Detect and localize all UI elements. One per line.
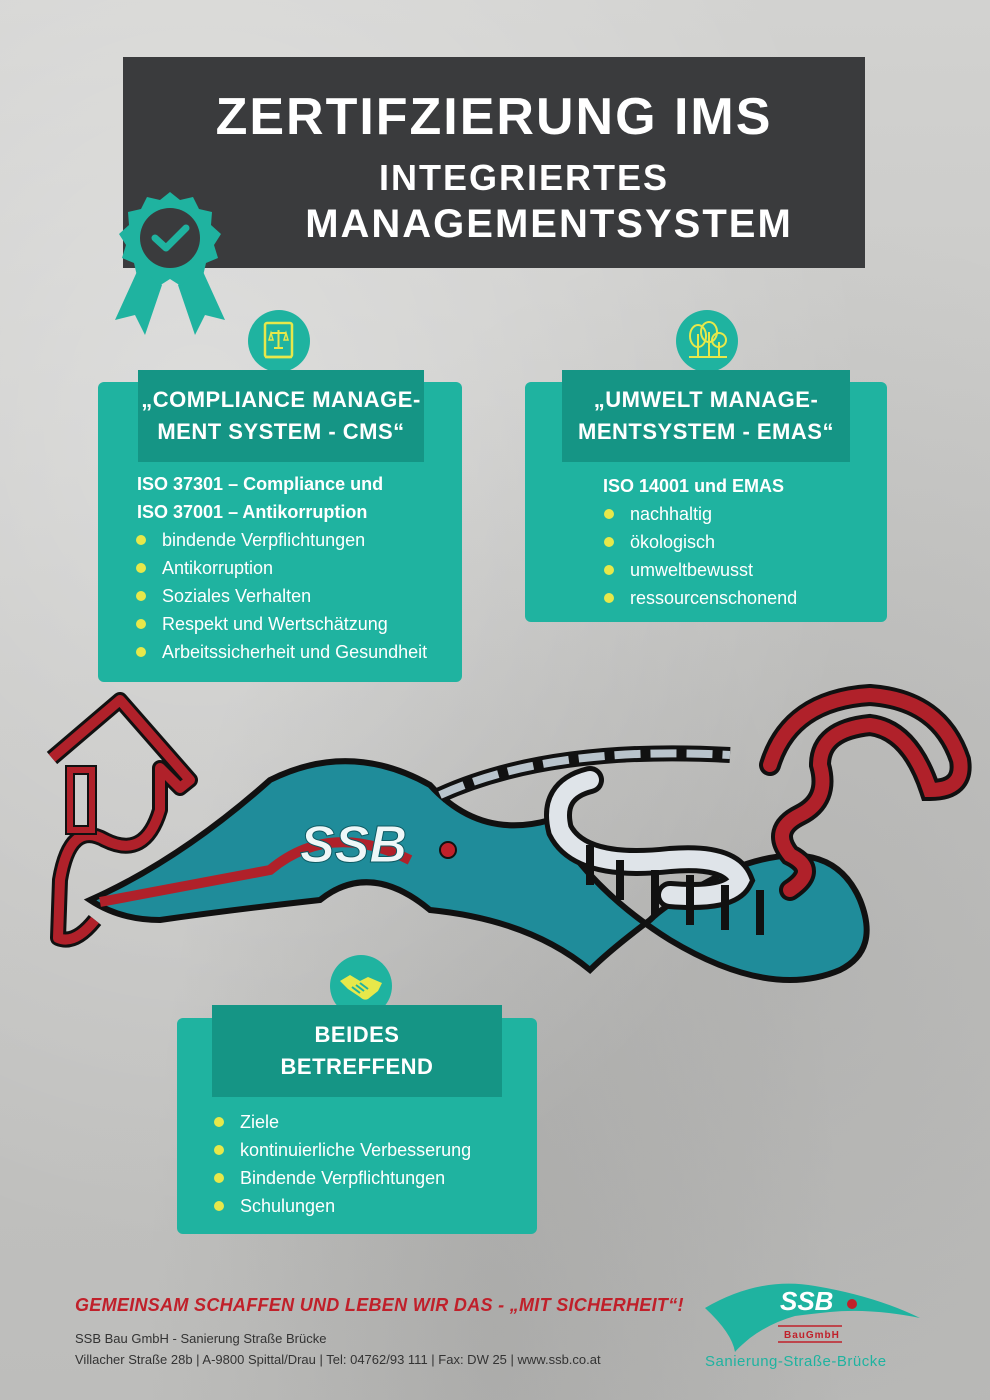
artwork-brand-text: SSB <box>300 816 407 874</box>
emas-box-title: „UMWELT MANAGE- MENTSYSTEM - EMAS“ <box>562 370 850 462</box>
list-item: Ziele <box>214 1108 471 1136</box>
logo-brand: SSB <box>780 1286 833 1316</box>
cms-standards: ISO 37301 – Compliance und ISO 37001 – A… <box>137 474 384 522</box>
list-item: Bindende Verpflichtungen <box>214 1164 471 1192</box>
list-item: kontinuierliche Verbesserung <box>214 1136 471 1164</box>
emas-standard: ISO 14001 und EMAS <box>603 476 785 496</box>
list-item: Antikorruption <box>136 554 427 582</box>
ssb-graffiti-artwork: SSB <box>46 683 972 983</box>
list-item: ressourcenschonend <box>604 584 797 612</box>
page-subtitle-line2: MANAGEMENTSYSTEM <box>305 202 793 246</box>
both-box-title: BEIDES BETREFFEND <box>212 1005 502 1097</box>
trees-icon <box>676 310 738 372</box>
list-item: Arbeitssicherheit und Gesundheit <box>136 638 427 666</box>
list-item: Respekt und Wertschätzung <box>136 610 427 638</box>
list-item: nachhaltig <box>604 500 797 528</box>
page-title: ZERTIFZIERUNG IMS <box>215 88 773 146</box>
footer-slogan: GEMEINSAM SCHAFFEN UND LEBEN WIR DAS - „… <box>75 1295 684 1315</box>
logo-sub: BauGmbH <box>784 1330 840 1341</box>
page-subtitle-line1: INTEGRIERTES <box>378 157 670 198</box>
cms-box-title: „COMPLIANCE MANAGE- MENT SYSTEM - CMS“ <box>138 370 424 462</box>
header-banner: ZERTIFZIERUNG IMS INTEGRIERTES MANAGEMEN… <box>123 57 865 268</box>
law-book-icon <box>248 310 310 372</box>
list-item: ökologisch <box>604 528 797 556</box>
list-item: Soziales Verhalten <box>136 582 427 610</box>
footer-company: SSB Bau GmbH - Sanierung Straße Brücke <box>75 1331 327 1346</box>
cms-list: bindende Verpflichtungen Antikorruption … <box>136 526 427 666</box>
footer-address: Villacher Straße 28b | A-9800 Spittal/Dr… <box>75 1352 601 1367</box>
company-logo: SSB BauGmbH <box>705 1283 920 1352</box>
list-item: Schulungen <box>214 1192 471 1220</box>
certificate-badge-icon <box>115 192 225 335</box>
list-item: umweltbewusst <box>604 556 797 584</box>
both-list: Ziele kontinuierliche Verbesserung Binde… <box>214 1108 471 1220</box>
logo-tagline: Sanierung-Straße-Brücke <box>705 1353 887 1370</box>
emas-list: nachhaltig ökologisch umweltbewusst ress… <box>604 500 797 612</box>
list-item: bindende Verpflichtungen <box>136 526 427 554</box>
